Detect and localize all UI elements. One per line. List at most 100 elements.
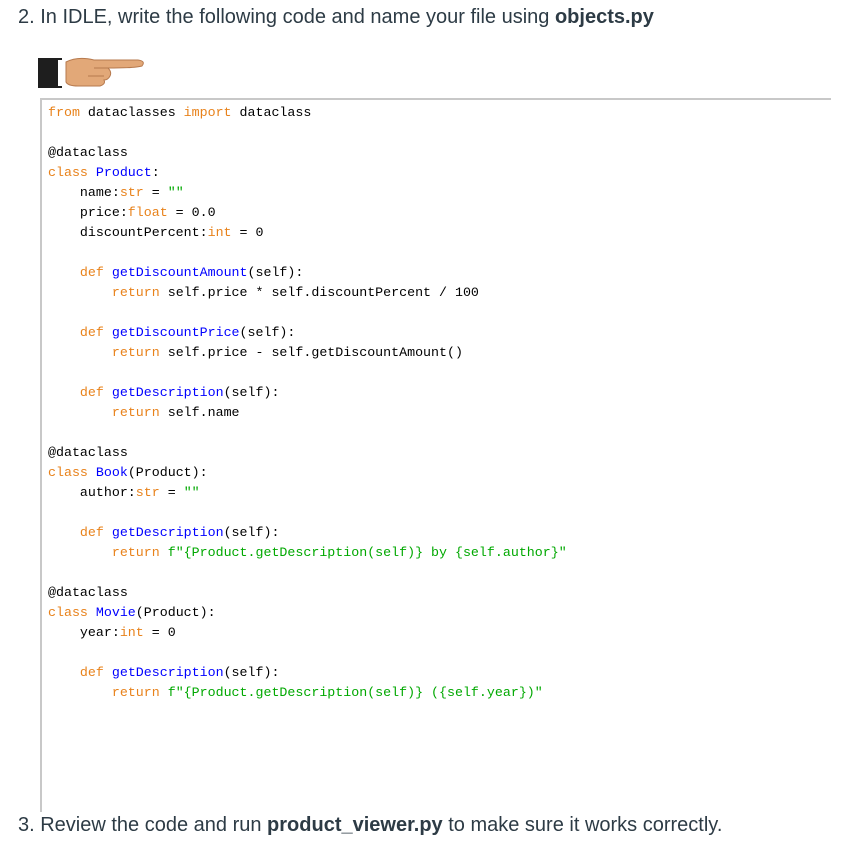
- code-token: [160, 685, 168, 700]
- code-token: [48, 265, 80, 280]
- code-line: [48, 423, 567, 443]
- code-line: return f"{Product.getDescription(self)} …: [48, 543, 567, 563]
- step-2-instruction: 2. In IDLE, write the following code and…: [18, 6, 654, 29]
- step-3-filename: product_viewer.py: [267, 814, 443, 836]
- code-token: [48, 285, 112, 300]
- code-line: from dataclasses import dataclass: [48, 103, 567, 123]
- code-token: = 0: [231, 225, 264, 240]
- code-line: name:str = "": [48, 183, 567, 203]
- code-token: [88, 465, 96, 480]
- code-line: return self.price - self.getDiscountAmou…: [48, 343, 567, 363]
- code-token: class: [48, 165, 88, 180]
- code-token: [48, 405, 112, 420]
- code-token: Product: [95, 165, 152, 180]
- code-token: = 0: [143, 625, 176, 640]
- code-token: self.price - self.getDiscountAmount(): [159, 345, 463, 360]
- code-line: year:int = 0: [48, 623, 567, 643]
- code-line: def getDescription(self):: [48, 523, 567, 543]
- code-token: f"{Product.getDescription(self)} by {sel…: [167, 545, 567, 560]
- code-token: def: [79, 325, 104, 340]
- code-token: (self):: [247, 265, 304, 280]
- code-token: getDiscountAmount: [111, 265, 248, 280]
- step-3-suffix: to make sure it works correctly.: [442, 814, 723, 836]
- code-token: [48, 665, 80, 680]
- code-line: [48, 563, 567, 583]
- code-token: "": [183, 485, 200, 500]
- code-line: discountPercent:int = 0: [48, 223, 567, 243]
- code-token: (self):: [223, 665, 280, 680]
- code-line: def getDiscountAmount(self):: [48, 263, 567, 283]
- code-token: [48, 385, 80, 400]
- code-line: class Movie(Product):: [48, 603, 567, 623]
- code-token: def: [79, 525, 104, 540]
- code-line: def getDescription(self):: [48, 383, 567, 403]
- code-token: [88, 165, 96, 180]
- code-line: return f"{Product.getDescription(self)} …: [48, 683, 567, 703]
- code-line: [48, 503, 567, 523]
- code-token: Movie: [95, 605, 136, 620]
- code-token: def: [79, 385, 104, 400]
- code-token: (self):: [223, 385, 280, 400]
- code-token: price:: [48, 205, 128, 220]
- code-token: dataclass: [231, 105, 312, 120]
- code-token: =: [143, 185, 168, 200]
- code-token: [48, 345, 112, 360]
- step-2-filename: objects.py: [554, 6, 654, 28]
- code-token: return: [111, 405, 160, 420]
- code-token: def: [79, 265, 104, 280]
- code-line: author:str = "": [48, 483, 567, 503]
- code-token: self.price * self.discountPercent / 100: [159, 285, 479, 300]
- code-token: (Product):: [135, 605, 216, 620]
- code-token: getDescription: [111, 385, 224, 400]
- code-token: name:: [48, 185, 120, 200]
- code-token: :: [151, 165, 160, 180]
- code-token: [48, 545, 112, 560]
- code-token: (self):: [239, 325, 296, 340]
- code-token: (self):: [223, 525, 280, 540]
- code-line: [48, 303, 567, 323]
- code-token: def: [79, 665, 104, 680]
- code-token: year:: [48, 625, 120, 640]
- code-line: @dataclass: [48, 143, 567, 163]
- code-token: (Product):: [127, 465, 208, 480]
- code-token: = 0.0: [167, 205, 216, 220]
- code-token: [104, 385, 112, 400]
- code-line: [48, 123, 567, 143]
- code-line: return self.name: [48, 403, 567, 423]
- code-token: self.name: [159, 405, 240, 420]
- code-token: "": [167, 185, 184, 200]
- code-line: @dataclass: [48, 583, 567, 603]
- code-token: class: [48, 605, 88, 620]
- code-token: [160, 545, 168, 560]
- code-token: @dataclass: [48, 145, 128, 160]
- code-token: getDiscountPrice: [111, 325, 240, 340]
- code-token: [48, 325, 80, 340]
- code-screenshot: [40, 98, 831, 812]
- code-token: class: [48, 465, 88, 480]
- code-line: def getDescription(self):: [48, 663, 567, 683]
- code-token: return: [111, 345, 160, 360]
- code-token: @dataclass: [48, 585, 128, 600]
- code-line: [48, 643, 567, 663]
- code-line: class Book(Product):: [48, 463, 567, 483]
- step-2-text: 2. In IDLE, write the following code and…: [18, 6, 555, 28]
- code-token: [104, 325, 112, 340]
- code-token: [104, 265, 112, 280]
- code-token: discountPercent:: [48, 225, 208, 240]
- code-line: class Product:: [48, 163, 567, 183]
- code-token: [104, 665, 112, 680]
- code-token: int: [119, 625, 144, 640]
- code-token: =: [159, 485, 184, 500]
- code-token: import: [183, 105, 232, 120]
- code-line: [48, 243, 567, 263]
- code-token: author:: [48, 485, 136, 500]
- code-token: Book: [95, 465, 128, 480]
- code-token: [48, 525, 80, 540]
- pointing-hand-icon: [38, 57, 144, 88]
- code-line: return self.price * self.discountPercent…: [48, 283, 567, 303]
- code-token: [48, 685, 112, 700]
- code-token: f"{Product.getDescription(self)} ({self.…: [167, 685, 543, 700]
- code-block: from dataclasses import dataclass @datac…: [48, 103, 567, 703]
- step-3-instruction: 3. Review the code and run product_viewe…: [18, 814, 722, 837]
- code-line: [48, 363, 567, 383]
